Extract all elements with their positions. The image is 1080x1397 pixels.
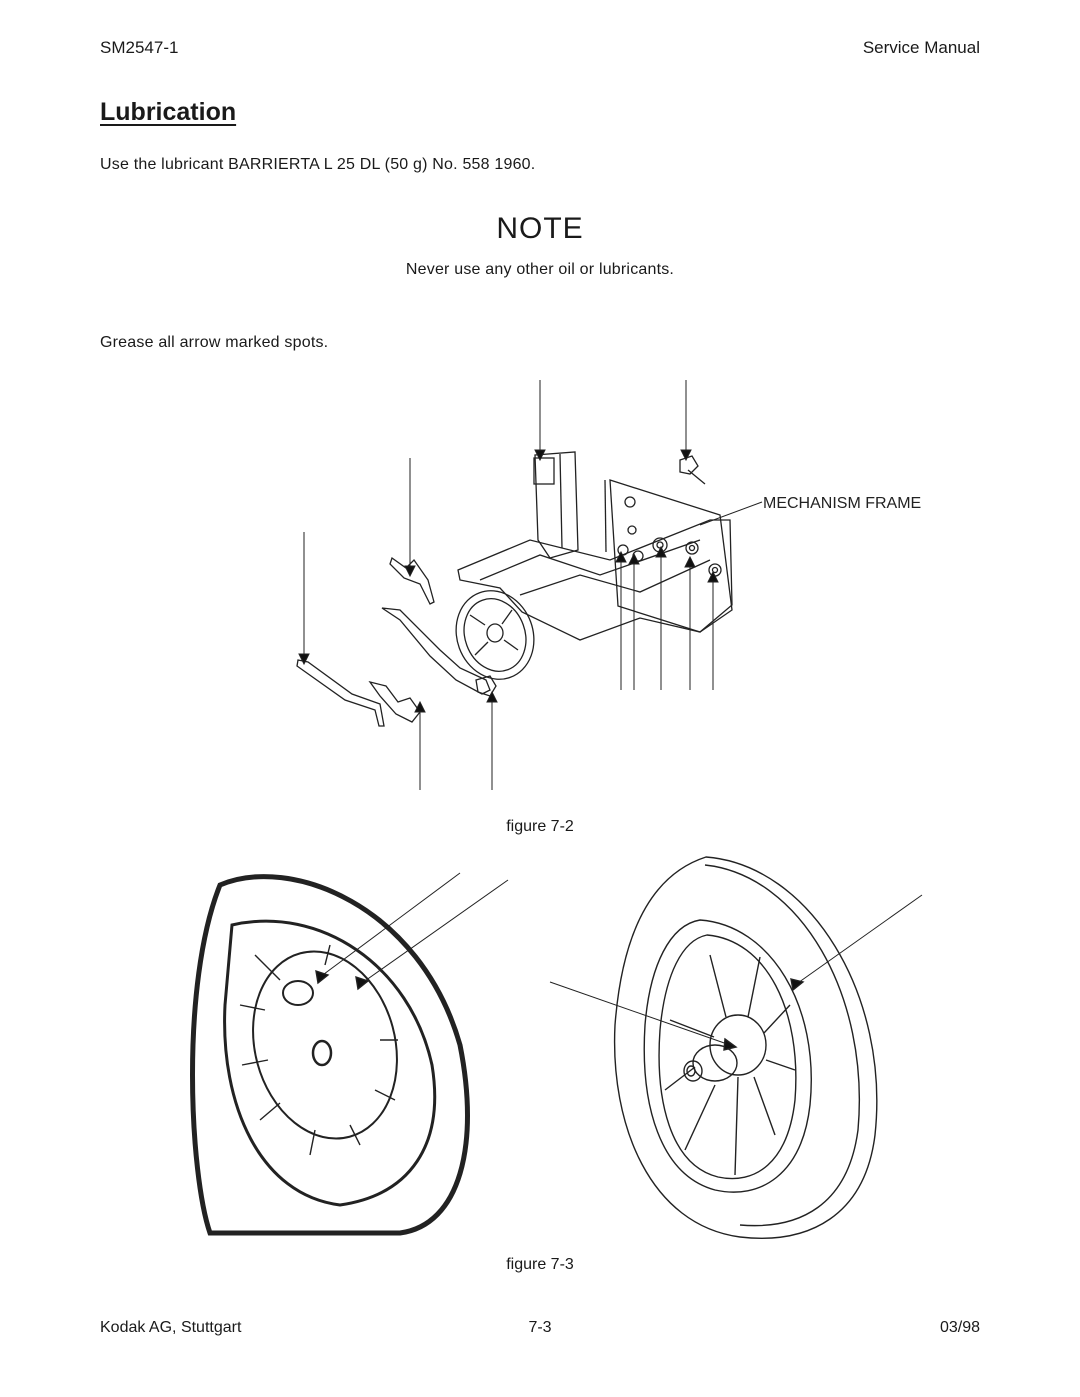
footer-company: Kodak AG, Stuttgart [100,1319,242,1336]
figure-3-caption: figure 7-3 [506,1256,574,1273]
figure-2-caption: figure 7-2 [506,818,574,835]
lubricant-instruction: Use the lubricant BARRIERTA L 25 DL (50 … [100,156,536,173]
left-reel-drawing [190,872,509,1236]
footer-page-number: 7-3 [528,1319,552,1336]
document-id: SM2547-1 [100,38,179,57]
footer-date: 03/98 [939,1319,980,1336]
mechanism-frame-label: MECHANISM FRAME [763,495,921,512]
reel-figure [190,856,923,1239]
note-heading: NOTE [496,212,584,245]
note-text: Never use any other oil or lubricants. [405,261,675,278]
right-reel-drawing [549,856,923,1239]
frame-drawing [457,451,733,641]
pulley-drawing [455,590,535,680]
mechanism-frame-figure: MECHANISM FRAME [296,380,921,790]
page-title: Lubrication [100,98,237,126]
grease-arrows [298,380,763,790]
grease-instruction: Grease all arrow marked spots. [100,334,329,351]
manual-type: Service Manual [862,38,980,57]
